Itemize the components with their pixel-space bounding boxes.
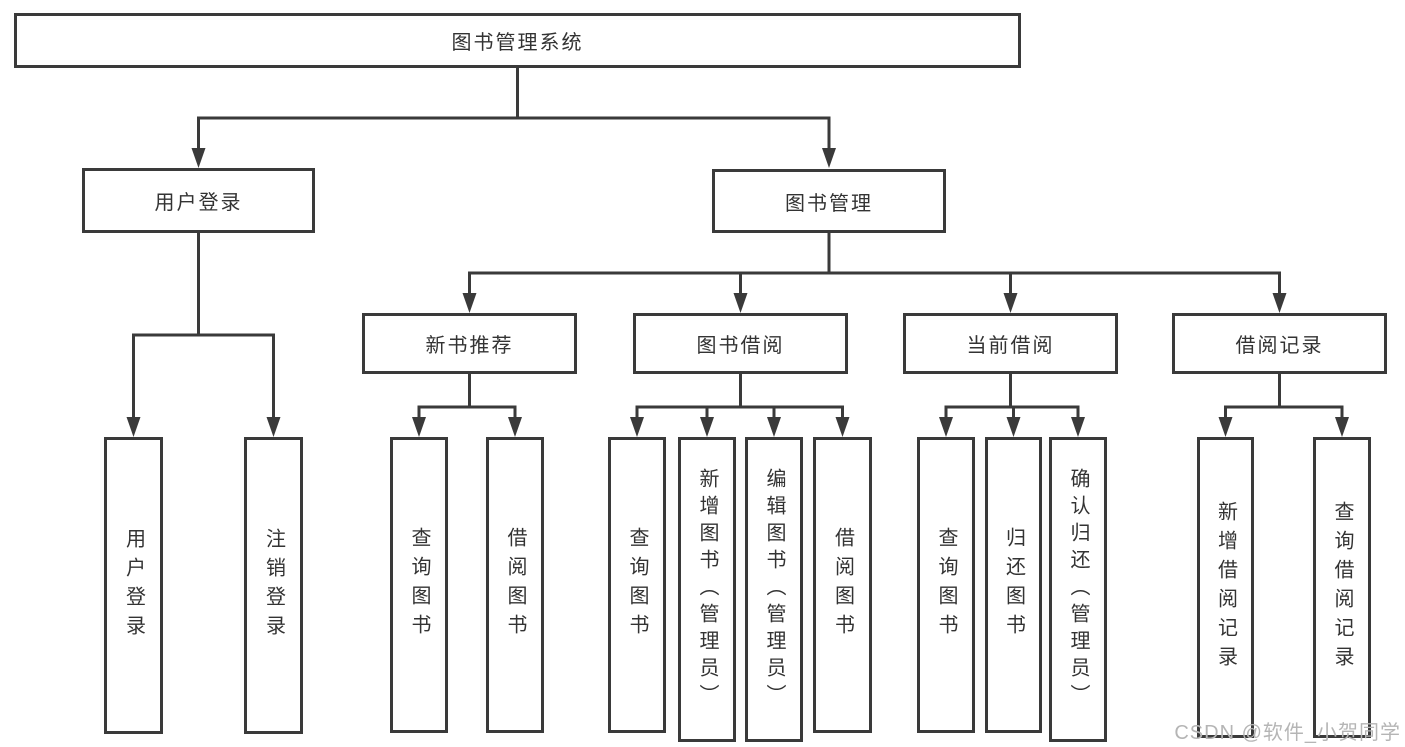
node-borrow-record: 借阅记录 xyxy=(1172,313,1387,374)
node-leaf-edit-book-admin: 编辑图书（管理员） xyxy=(745,437,803,742)
node-book-management: 图书管理 xyxy=(712,169,946,233)
node-leaf-return-book: 归还图书 xyxy=(985,437,1042,733)
node-leaf-user-login: 用户登录 xyxy=(104,437,163,734)
node-root: 图书管理系统 xyxy=(14,13,1021,68)
node-user-login: 用户登录 xyxy=(82,168,315,233)
node-book-borrow: 图书借阅 xyxy=(633,313,848,374)
node-leaf-add-book-admin: 新增图书（管理员） xyxy=(678,437,736,742)
node-current-borrow: 当前借阅 xyxy=(903,313,1118,374)
node-leaf-borrow-book-1: 借阅图书 xyxy=(486,437,544,733)
node-leaf-query-book-3: 查询图书 xyxy=(917,437,975,733)
node-leaf-confirm-return-admin: 确认归还（管理员） xyxy=(1049,437,1107,742)
node-leaf-add-borrow-record: 新增借阅记录 xyxy=(1197,437,1254,738)
node-leaf-logout: 注销登录 xyxy=(244,437,303,734)
node-leaf-query-book-2: 查询图书 xyxy=(608,437,666,733)
node-leaf-borrow-book-2: 借阅图书 xyxy=(813,437,872,733)
node-new-book-recommend: 新书推荐 xyxy=(362,313,577,374)
node-leaf-query-borrow-record: 查询借阅记录 xyxy=(1313,437,1371,738)
csdn-watermark: CSDN @软件_小贺同学 xyxy=(1174,722,1401,744)
node-leaf-query-book-1: 查询图书 xyxy=(390,437,448,733)
